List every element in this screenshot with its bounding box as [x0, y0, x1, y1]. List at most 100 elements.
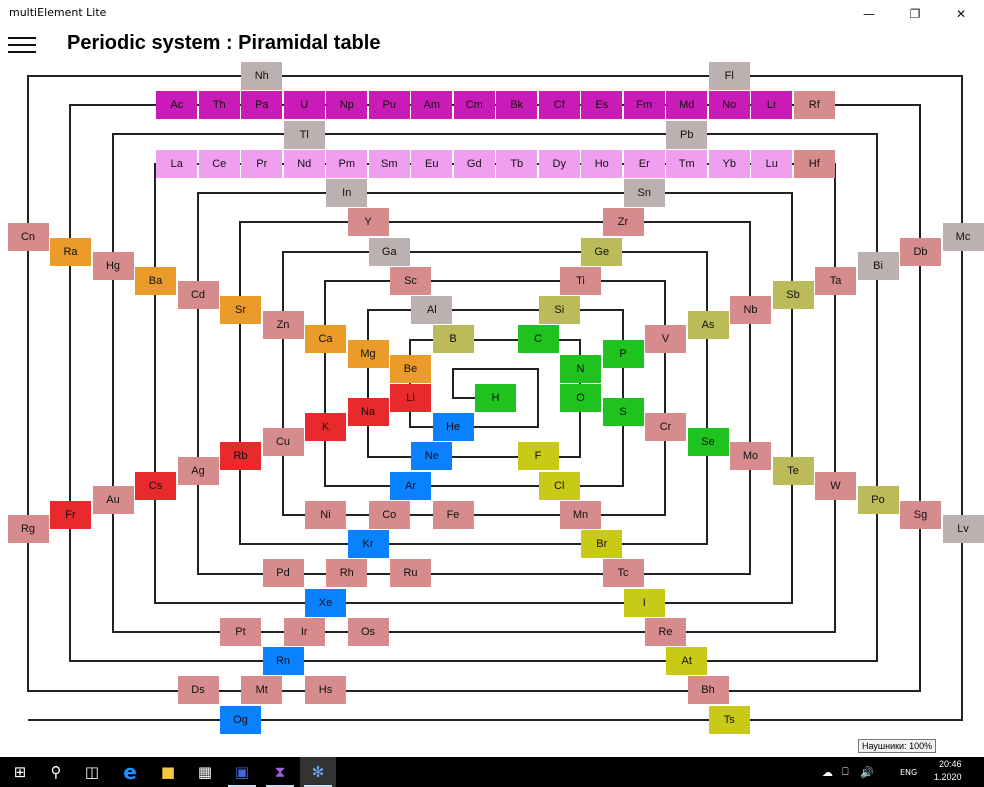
element-cell-he[interactable]: He: [432, 413, 474, 441]
element-cell-hf[interactable]: Hf: [793, 149, 835, 178]
element-cell-te[interactable]: Te: [772, 456, 814, 485]
element-cell-pa[interactable]: Pa: [241, 91, 283, 120]
element-cell-w[interactable]: W: [815, 471, 856, 500]
element-cell-es[interactable]: Es: [581, 91, 623, 120]
element-cell-pd[interactable]: Pd: [262, 559, 304, 588]
element-cell-sm[interactable]: Sm: [368, 149, 410, 178]
element-cell-pt[interactable]: Pt: [220, 617, 261, 646]
edge-browser-icon[interactable]: e: [123, 760, 137, 784]
element-cell-po[interactable]: Po: [857, 486, 899, 515]
element-cell-in[interactable]: In: [326, 179, 368, 207]
element-cell-ag[interactable]: Ag: [177, 456, 219, 485]
element-cell-as[interactable]: As: [687, 310, 729, 339]
element-cell-hg[interactable]: Hg: [92, 252, 134, 281]
element-cell-ar[interactable]: Ar: [390, 471, 431, 500]
element-cell-at[interactable]: At: [666, 647, 708, 675]
element-cell-lr[interactable]: Lr: [751, 91, 793, 120]
element-cell-mn[interactable]: Mn: [560, 500, 601, 529]
visual-studio-icon[interactable]: ⧗: [262, 757, 298, 787]
element-cell-ru[interactable]: Ru: [390, 559, 431, 588]
element-cell-np[interactable]: Np: [326, 91, 368, 120]
element-cell-sn[interactable]: Sn: [623, 179, 665, 207]
element-cell-rh[interactable]: Rh: [326, 559, 368, 588]
element-cell-pm[interactable]: Pm: [326, 149, 368, 178]
element-cell-al[interactable]: Al: [411, 296, 453, 324]
element-cell-ga[interactable]: Ga: [368, 237, 410, 266]
element-cell-u[interactable]: U: [283, 91, 325, 120]
store-icon[interactable]: ▦: [197, 763, 213, 781]
element-cell-am[interactable]: Am: [411, 91, 453, 120]
element-cell-cu[interactable]: Cu: [262, 427, 304, 456]
element-cell-zr[interactable]: Zr: [602, 208, 644, 237]
element-cell-er[interactable]: Er: [623, 149, 665, 178]
element-cell-la[interactable]: La: [156, 149, 198, 178]
element-cell-ir[interactable]: Ir: [283, 617, 325, 646]
element-cell-bk[interactable]: Bk: [496, 91, 538, 120]
element-cell-th[interactable]: Th: [198, 91, 240, 120]
element-cell-be[interactable]: Be: [390, 354, 431, 383]
element-cell-pr[interactable]: Pr: [241, 149, 283, 178]
element-cell-lu[interactable]: Lu: [751, 149, 793, 178]
element-cell-b[interactable]: B: [432, 325, 474, 354]
element-cell-br[interactable]: Br: [581, 530, 623, 558]
element-cell-mc[interactable]: Mc: [942, 222, 984, 251]
element-cell-f[interactable]: F: [517, 442, 559, 471]
element-cell-kr[interactable]: Kr: [347, 530, 389, 558]
element-cell-ca[interactable]: Ca: [305, 325, 346, 354]
multielement-app-icon[interactable]: ✻: [300, 757, 336, 787]
element-cell-xe[interactable]: Xe: [305, 588, 346, 617]
task-view-icon[interactable]: ◫: [84, 763, 100, 781]
element-cell-ni[interactable]: Ni: [305, 500, 346, 529]
element-cell-eu[interactable]: Eu: [411, 149, 453, 178]
element-cell-n[interactable]: N: [560, 354, 601, 383]
volume-icon[interactable]: 🔊: [860, 765, 874, 779]
element-cell-au[interactable]: Au: [92, 486, 134, 515]
element-cell-mt[interactable]: Mt: [241, 676, 283, 705]
element-cell-ra[interactable]: Ra: [50, 237, 91, 266]
element-cell-zn[interactable]: Zn: [262, 310, 304, 339]
element-cell-tc[interactable]: Tc: [602, 559, 644, 588]
element-cell-yb[interactable]: Yb: [708, 149, 750, 178]
element-cell-sb[interactable]: Sb: [772, 281, 814, 310]
element-cell-no[interactable]: No: [708, 91, 750, 120]
element-cell-si[interactable]: Si: [538, 296, 580, 324]
element-cell-o[interactable]: O: [560, 383, 601, 412]
element-cell-cr[interactable]: Cr: [645, 413, 686, 441]
element-cell-cm[interactable]: Cm: [453, 91, 495, 120]
element-cell-i[interactable]: I: [623, 588, 665, 617]
element-cell-md[interactable]: Md: [666, 91, 708, 120]
element-cell-fm[interactable]: Fm: [623, 91, 665, 120]
element-cell-ba[interactable]: Ba: [135, 266, 176, 295]
element-cell-mo[interactable]: Mo: [730, 442, 771, 471]
element-cell-mg[interactable]: Mg: [347, 339, 389, 368]
element-cell-bi[interactable]: Bi: [857, 252, 899, 281]
element-cell-db[interactable]: Db: [900, 237, 941, 266]
element-cell-re[interactable]: Re: [645, 617, 686, 646]
element-cell-h[interactable]: H: [475, 383, 516, 412]
file-explorer-icon[interactable]: ■: [160, 763, 176, 781]
close-button[interactable]: ✕: [938, 0, 984, 28]
element-cell-fr[interactable]: Fr: [50, 500, 91, 529]
element-cell-cf[interactable]: Cf: [538, 91, 580, 120]
element-cell-lv[interactable]: Lv: [942, 515, 984, 544]
element-cell-y[interactable]: Y: [347, 208, 389, 237]
element-cell-na[interactable]: Na: [347, 398, 389, 427]
element-cell-s[interactable]: S: [602, 398, 644, 427]
element-cell-k[interactable]: K: [305, 413, 346, 441]
element-cell-ce[interactable]: Ce: [198, 149, 240, 178]
element-cell-fe[interactable]: Fe: [432, 500, 474, 529]
element-cell-tl[interactable]: Tl: [283, 120, 325, 149]
element-cell-p[interactable]: P: [602, 339, 644, 368]
element-cell-ta[interactable]: Ta: [815, 266, 856, 295]
element-cell-tb[interactable]: Tb: [496, 149, 538, 178]
maximize-button[interactable]: ❐: [892, 0, 938, 28]
search-icon[interactable]: ⚲: [50, 763, 62, 781]
element-cell-cn[interactable]: Cn: [7, 222, 49, 251]
windows-start-icon[interactable]: ⊞: [13, 763, 27, 781]
element-cell-co[interactable]: Co: [368, 500, 410, 529]
element-cell-sg[interactable]: Sg: [900, 500, 941, 529]
element-cell-ac[interactable]: Ac: [156, 91, 198, 120]
element-cell-nh[interactable]: Nh: [241, 62, 283, 90]
minimize-button[interactable]: —: [846, 0, 892, 28]
hamburger-menu-button[interactable]: [8, 37, 36, 53]
